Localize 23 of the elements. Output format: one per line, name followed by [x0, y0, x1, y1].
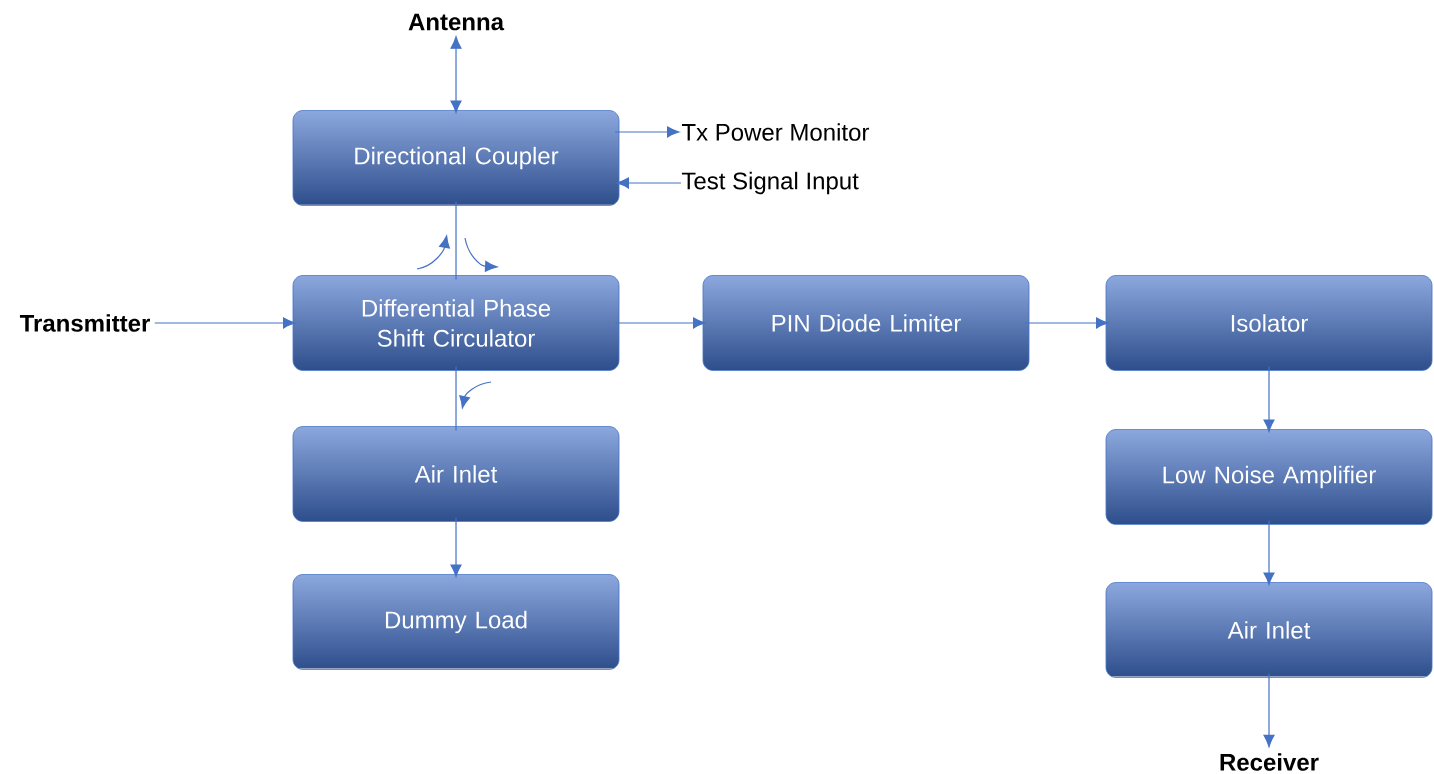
arrow — [450, 516, 462, 577]
process-box: Air Inlet — [292, 426, 620, 522]
arrow — [1263, 519, 1275, 585]
arrow — [1263, 672, 1275, 748]
process-box: Low Noise Amplifier — [1105, 429, 1433, 525]
process-box: Air Inlet — [1105, 582, 1433, 678]
process-box: Differential Phase Shift Circulator — [292, 275, 620, 371]
port-label: Tx Power Monitor — [681, 123, 869, 141]
process-box: Isolator — [1105, 275, 1433, 371]
arrow — [614, 317, 706, 329]
arrow — [614, 126, 680, 138]
endpoint-label: Transmitter — [19, 314, 150, 332]
process-box: Directional Coupler — [292, 110, 620, 206]
process-box: PIN Diode Limiter — [702, 275, 1030, 371]
port-label: Test Signal Input — [681, 171, 859, 195]
arrow — [616, 177, 682, 189]
arrow — [1024, 317, 1109, 329]
endpoint-label: Receiver — [1220, 753, 1319, 771]
process-box: Dummy Load — [292, 574, 620, 670]
arrow — [154, 317, 296, 329]
arrow — [450, 36, 462, 113]
endpoint-label: Antenna — [408, 13, 505, 31]
arrow — [1263, 365, 1275, 432]
